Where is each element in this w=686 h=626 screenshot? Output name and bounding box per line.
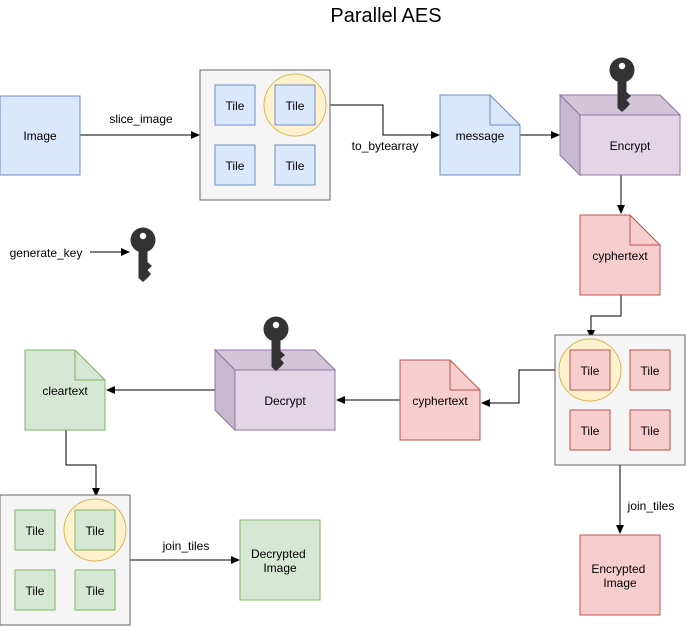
image-node [0, 95, 81, 176]
tile-label: Tile [26, 524, 45, 538]
cyphertext-top-label: cyphertext [592, 249, 648, 263]
tile [14, 509, 56, 551]
node-label-line-2: Image [603, 576, 637, 590]
decrypted-image-label-line: Decrypted [251, 547, 306, 561]
tile-label: Tile [641, 424, 660, 438]
edge-label-generate-key: generate_key [10, 246, 83, 260]
tile-label: Tile [26, 584, 45, 598]
tile [74, 569, 116, 611]
edge-cyphertext-tiles [587, 295, 622, 339]
edge-cleartext-tiles [65, 430, 100, 497]
edge-tiles-cyphertext [481, 369, 559, 407]
tile-label: Tile [581, 424, 600, 438]
cleartext-note [24, 349, 106, 431]
cyphertext-note-mid [399, 359, 481, 441]
encrypted-image-node [579, 534, 661, 616]
tile [629, 349, 671, 391]
tile-group-red: Tile Tile Tile Tile [554, 334, 686, 466]
tile [14, 569, 56, 611]
tile-label: Tile [226, 99, 245, 113]
encrypt-label: Encrypt [610, 139, 651, 153]
diagram-title: Parallel AES [330, 5, 441, 27]
tile [214, 144, 256, 186]
edge-label-join-tiles-right: join_tiles [162, 539, 210, 553]
tile [569, 349, 611, 391]
decrypted-image-label: Decrypted Image [251, 547, 309, 575]
tile-label: Tile [286, 99, 305, 113]
edge-label-join-tiles-bottom: join_tiles [627, 499, 675, 513]
tile-group-blue: Tile Tile Tile Tile [199, 69, 331, 201]
tile-label: Tile [641, 364, 660, 378]
tile-label: Tile [226, 159, 245, 173]
tile [214, 84, 256, 126]
encrypted-image-label: Encrypted Image [591, 562, 648, 590]
tile-label: Tile [86, 524, 105, 538]
edge-label-to-bytearray: to_bytearray [352, 139, 419, 153]
cyphertext-mid-label: cyphertext [412, 394, 468, 408]
node-label-line-2: Image [263, 561, 297, 575]
cleartext-label: cleartext [42, 384, 88, 398]
tile [629, 409, 671, 451]
key-icon [130, 227, 156, 282]
tile-label: Tile [286, 159, 305, 173]
tile-label: Tile [86, 584, 105, 598]
key-icon [609, 57, 635, 112]
decrypted-image-node [239, 519, 321, 601]
cyphertext-note-top [579, 214, 661, 296]
edge-to-bytearray [327, 104, 440, 139]
key-icon [263, 316, 289, 371]
tile [274, 144, 316, 186]
image-node-label: Image [23, 129, 57, 143]
tile [74, 509, 116, 551]
tile [569, 409, 611, 451]
tile [274, 84, 316, 126]
encrypted-image-label-line: Encrypted [591, 562, 645, 576]
message-note [439, 94, 521, 176]
tile-group-green: Tile Tile Tile Tile [0, 494, 131, 626]
tile-label: Tile [581, 364, 600, 378]
connectors [65, 104, 625, 564]
decrypt-label: Decrypt [264, 394, 306, 408]
message-label: message [456, 129, 505, 143]
edge-label-slice-image: slice_image [109, 112, 173, 126]
